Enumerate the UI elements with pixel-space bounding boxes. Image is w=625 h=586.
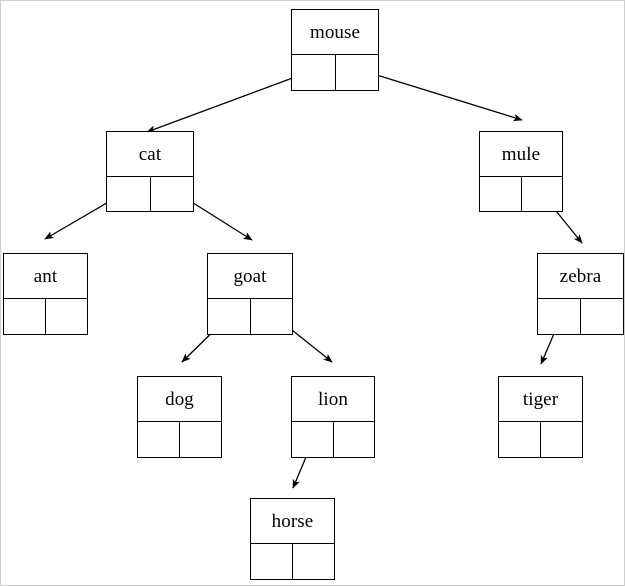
right-pointer-cell[interactable] xyxy=(293,544,334,579)
tree-node-label: cat xyxy=(107,132,193,177)
left-pointer-cell[interactable] xyxy=(138,422,180,457)
tree-node-label: ant xyxy=(4,254,87,299)
tree-node-ant[interactable]: ant xyxy=(3,253,88,335)
left-pointer-cell[interactable] xyxy=(251,544,293,579)
tree-node-pointer-row xyxy=(480,177,562,211)
right-pointer-cell[interactable] xyxy=(46,299,87,334)
right-pointer-cell[interactable] xyxy=(250,299,292,334)
left-pointer-cell[interactable] xyxy=(538,299,581,334)
tree-node-lion[interactable]: lion xyxy=(291,376,375,458)
tree-node-label: dog xyxy=(138,377,221,422)
left-pointer-cell[interactable] xyxy=(107,177,151,211)
tree-node-horse[interactable]: horse xyxy=(250,498,335,580)
tree-node-label: lion xyxy=(292,377,374,422)
tree-node-label: mouse xyxy=(292,10,378,55)
tree-node-mule[interactable]: mule xyxy=(479,131,563,212)
right-pointer-cell[interactable] xyxy=(180,422,221,457)
tree-node-pointer-row xyxy=(292,422,374,457)
right-pointer-cell[interactable] xyxy=(150,177,193,211)
right-pointer-cell[interactable] xyxy=(333,422,374,457)
left-pointer-cell[interactable] xyxy=(4,299,46,334)
left-pointer-cell[interactable] xyxy=(292,55,336,90)
tree-node-label: horse xyxy=(251,499,334,544)
tree-node-pointer-row xyxy=(208,299,292,334)
right-pointer-cell[interactable] xyxy=(581,299,623,334)
tree-node-zebra[interactable]: zebra xyxy=(537,253,624,335)
left-pointer-cell[interactable] xyxy=(480,177,522,211)
edge-mouse-to-mule xyxy=(353,67,523,122)
tree-node-label: goat xyxy=(208,254,292,299)
left-pointer-cell[interactable] xyxy=(208,299,251,334)
tree-node-pointer-row xyxy=(4,299,87,334)
tree-node-pointer-row xyxy=(538,299,623,334)
left-pointer-cell[interactable] xyxy=(292,422,334,457)
tree-node-mouse[interactable]: mouse xyxy=(291,9,379,91)
right-pointer-cell[interactable] xyxy=(521,177,562,211)
tree-node-pointer-row xyxy=(107,177,193,211)
tree-node-pointer-row xyxy=(292,55,378,90)
right-pointer-cell[interactable] xyxy=(335,55,378,90)
tree-node-dog[interactable]: dog xyxy=(137,376,222,458)
tree-node-pointer-row xyxy=(251,544,334,579)
tree-node-cat[interactable]: cat xyxy=(106,131,194,212)
edge-mouse-to-cat xyxy=(146,69,315,133)
tree-node-goat[interactable]: goat xyxy=(207,253,293,335)
tree-node-label: zebra xyxy=(538,254,623,299)
tree-node-pointer-row xyxy=(499,422,582,457)
tree-node-pointer-row xyxy=(138,422,221,457)
tree-node-label: tiger xyxy=(499,377,582,422)
tree-node-label: mule xyxy=(480,132,562,177)
right-pointer-cell[interactable] xyxy=(541,422,582,457)
left-pointer-cell[interactable] xyxy=(499,422,541,457)
tree-node-tiger[interactable]: tiger xyxy=(498,376,583,458)
